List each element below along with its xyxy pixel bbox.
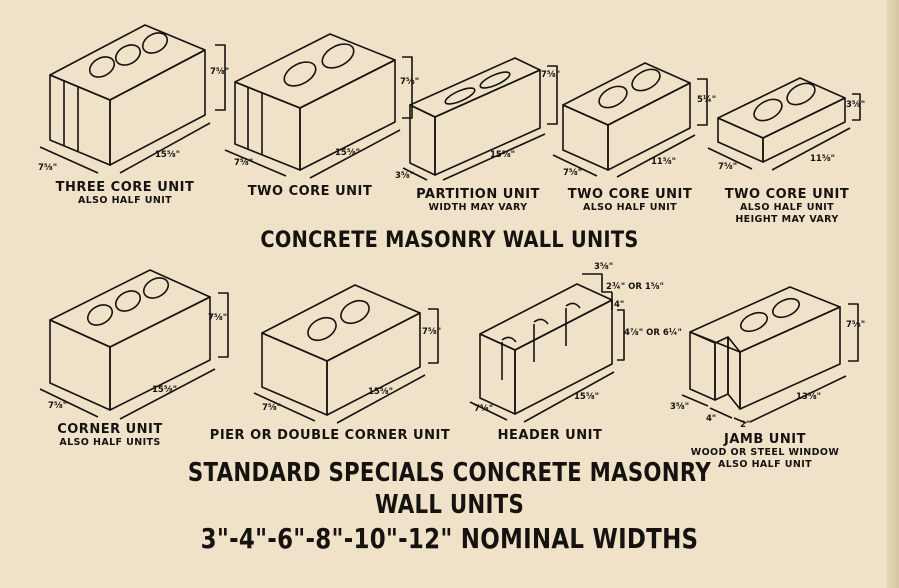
height-dim: 7⅝": [208, 313, 228, 323]
top-width-dim: 3⅝": [594, 262, 614, 272]
width-dim: 7⅝": [38, 163, 58, 173]
two-core-half-unit-drawing: 5¼" 7⅝" 11⅝": [545, 55, 720, 185]
jamb-unit-drawing: 7⅝" 3⅝" 4" 2" 13⅝": [670, 282, 875, 432]
height-dim: 5¼": [697, 95, 717, 105]
unit-name: THREE CORE UNIT: [55, 180, 195, 195]
unit-note: ALSO HALF UNIT: [77, 195, 173, 206]
length-dim: 15⅝": [335, 148, 361, 158]
height-dim: 7⅝": [541, 70, 561, 80]
two-core-half-unit-label: TWO CORE UNIT ALSO HALF UNIT: [555, 187, 705, 214]
corner-unit-label: CORNER UNIT ALSO HALF UNITS: [35, 422, 185, 449]
two-core-unit-drawing: 7⅝" 7⅝" 15⅝": [220, 22, 420, 182]
unit-name: TWO CORE UNIT: [247, 184, 373, 199]
offset-dim: 4": [706, 414, 717, 424]
unit-note: ALSO HALF UNIT: [717, 459, 813, 470]
width-dim: 3⅝": [395, 171, 415, 181]
two-core-low-unit-label: TWO CORE UNIT ALSO HALF UNIT HEIGHT MAY …: [712, 187, 862, 226]
height-dim: 7⅝": [210, 67, 230, 77]
length-dim: 15⅝": [490, 150, 516, 160]
unit-note: HEIGHT MAY VARY: [735, 214, 839, 225]
recess-dim: 4": [614, 300, 625, 310]
length-dim: 13⅝": [796, 392, 822, 402]
length-dim: 11⅝": [810, 154, 836, 164]
width-dim: 7⅝": [718, 162, 738, 172]
unit-note: ALSO HALF UNIT: [582, 202, 678, 213]
three-core-unit-drawing: 7⅝" 7⅝" 15⅝": [30, 15, 230, 185]
recess-dim: 2": [740, 420, 751, 430]
unit-name: JAMB UNIT: [724, 432, 806, 447]
partition-unit-drawing: 7⅝" 3⅝" 15⅝": [395, 40, 570, 185]
face-dim: 3⅝": [670, 402, 690, 412]
length-dim: 15⅝": [574, 392, 600, 402]
unit-name: HEADER UNIT: [497, 428, 603, 443]
unit-note: WIDTH MAY VARY: [428, 202, 528, 213]
length-dim: 15⅝": [368, 387, 394, 397]
height-dim: 7⅝": [846, 320, 866, 330]
specials-title-line-1: STANDARD SPECIALS CONCRETE MASONRY: [187, 458, 712, 488]
jamb-unit-label: JAMB UNIT WOOD OR STEEL WINDOW ALSO HALF…: [690, 432, 840, 471]
width-dim: 7⅝": [474, 404, 494, 414]
unit-note: WOOD OR STEEL WINDOW: [690, 447, 840, 458]
unit-note: ALSO HALF UNITS: [59, 437, 161, 448]
width-dim: 7⅝": [234, 158, 254, 168]
partition-unit-label: PARTITION UNIT WIDTH MAY VARY: [398, 187, 558, 214]
two-core-low-unit-drawing: 3⅝" 7⅝" 11⅝": [700, 70, 875, 185]
length-dim: 15⅝": [155, 150, 181, 160]
width-dim: 7⅝": [48, 401, 68, 411]
page-edge: [887, 0, 899, 588]
corner-unit-drawing: 7⅝" 7⅝" 15⅝": [30, 265, 230, 425]
width-dim: 7⅝": [262, 403, 282, 413]
unit-name: PARTITION UNIT: [416, 187, 540, 202]
specials-title-line-2: WALL UNITS: [374, 490, 525, 520]
unit-name: PIER OR DOUBLE CORNER UNIT: [209, 428, 451, 443]
length-dim: 15⅝": [152, 385, 178, 395]
pier-unit-label: PIER OR DOUBLE CORNER UNIT: [205, 428, 455, 443]
nominal-widths-title: 3"-4"-6"-8"-10"-12" NOMINAL WIDTHS: [200, 522, 699, 555]
lower-height-dim: 4⅞" OR 6¼": [624, 328, 682, 338]
length-dim: 11⅝": [651, 157, 677, 167]
unit-name: CORNER UNIT: [57, 422, 163, 437]
main-title: CONCRETE MASONRY WALL UNITS: [260, 228, 639, 253]
recess-depth-dim: 2¾" OR 1⅝": [606, 282, 664, 292]
unit-note: ALSO HALF UNIT: [739, 202, 835, 213]
height-dim: 3⅝": [846, 100, 866, 110]
height-dim: 7⅝": [422, 327, 442, 337]
two-core-unit-label: TWO CORE UNIT: [225, 184, 395, 199]
header-unit-drawing: 3⅝" 2¾" OR 1⅝" 4" 4⅞" OR 6¼" 7⅝" 15⅝": [462, 262, 692, 427]
unit-name: TWO CORE UNIT: [567, 187, 693, 202]
pier-unit-drawing: 7⅝" 7⅝" 15⅝": [250, 275, 450, 425]
height-dim: 7⅝": [400, 77, 420, 87]
three-core-unit-label: THREE CORE UNIT ALSO HALF UNIT: [40, 180, 210, 207]
width-dim: 7⅝": [563, 168, 583, 178]
header-unit-label: HEADER UNIT: [475, 428, 625, 443]
unit-name: TWO CORE UNIT: [724, 187, 850, 202]
